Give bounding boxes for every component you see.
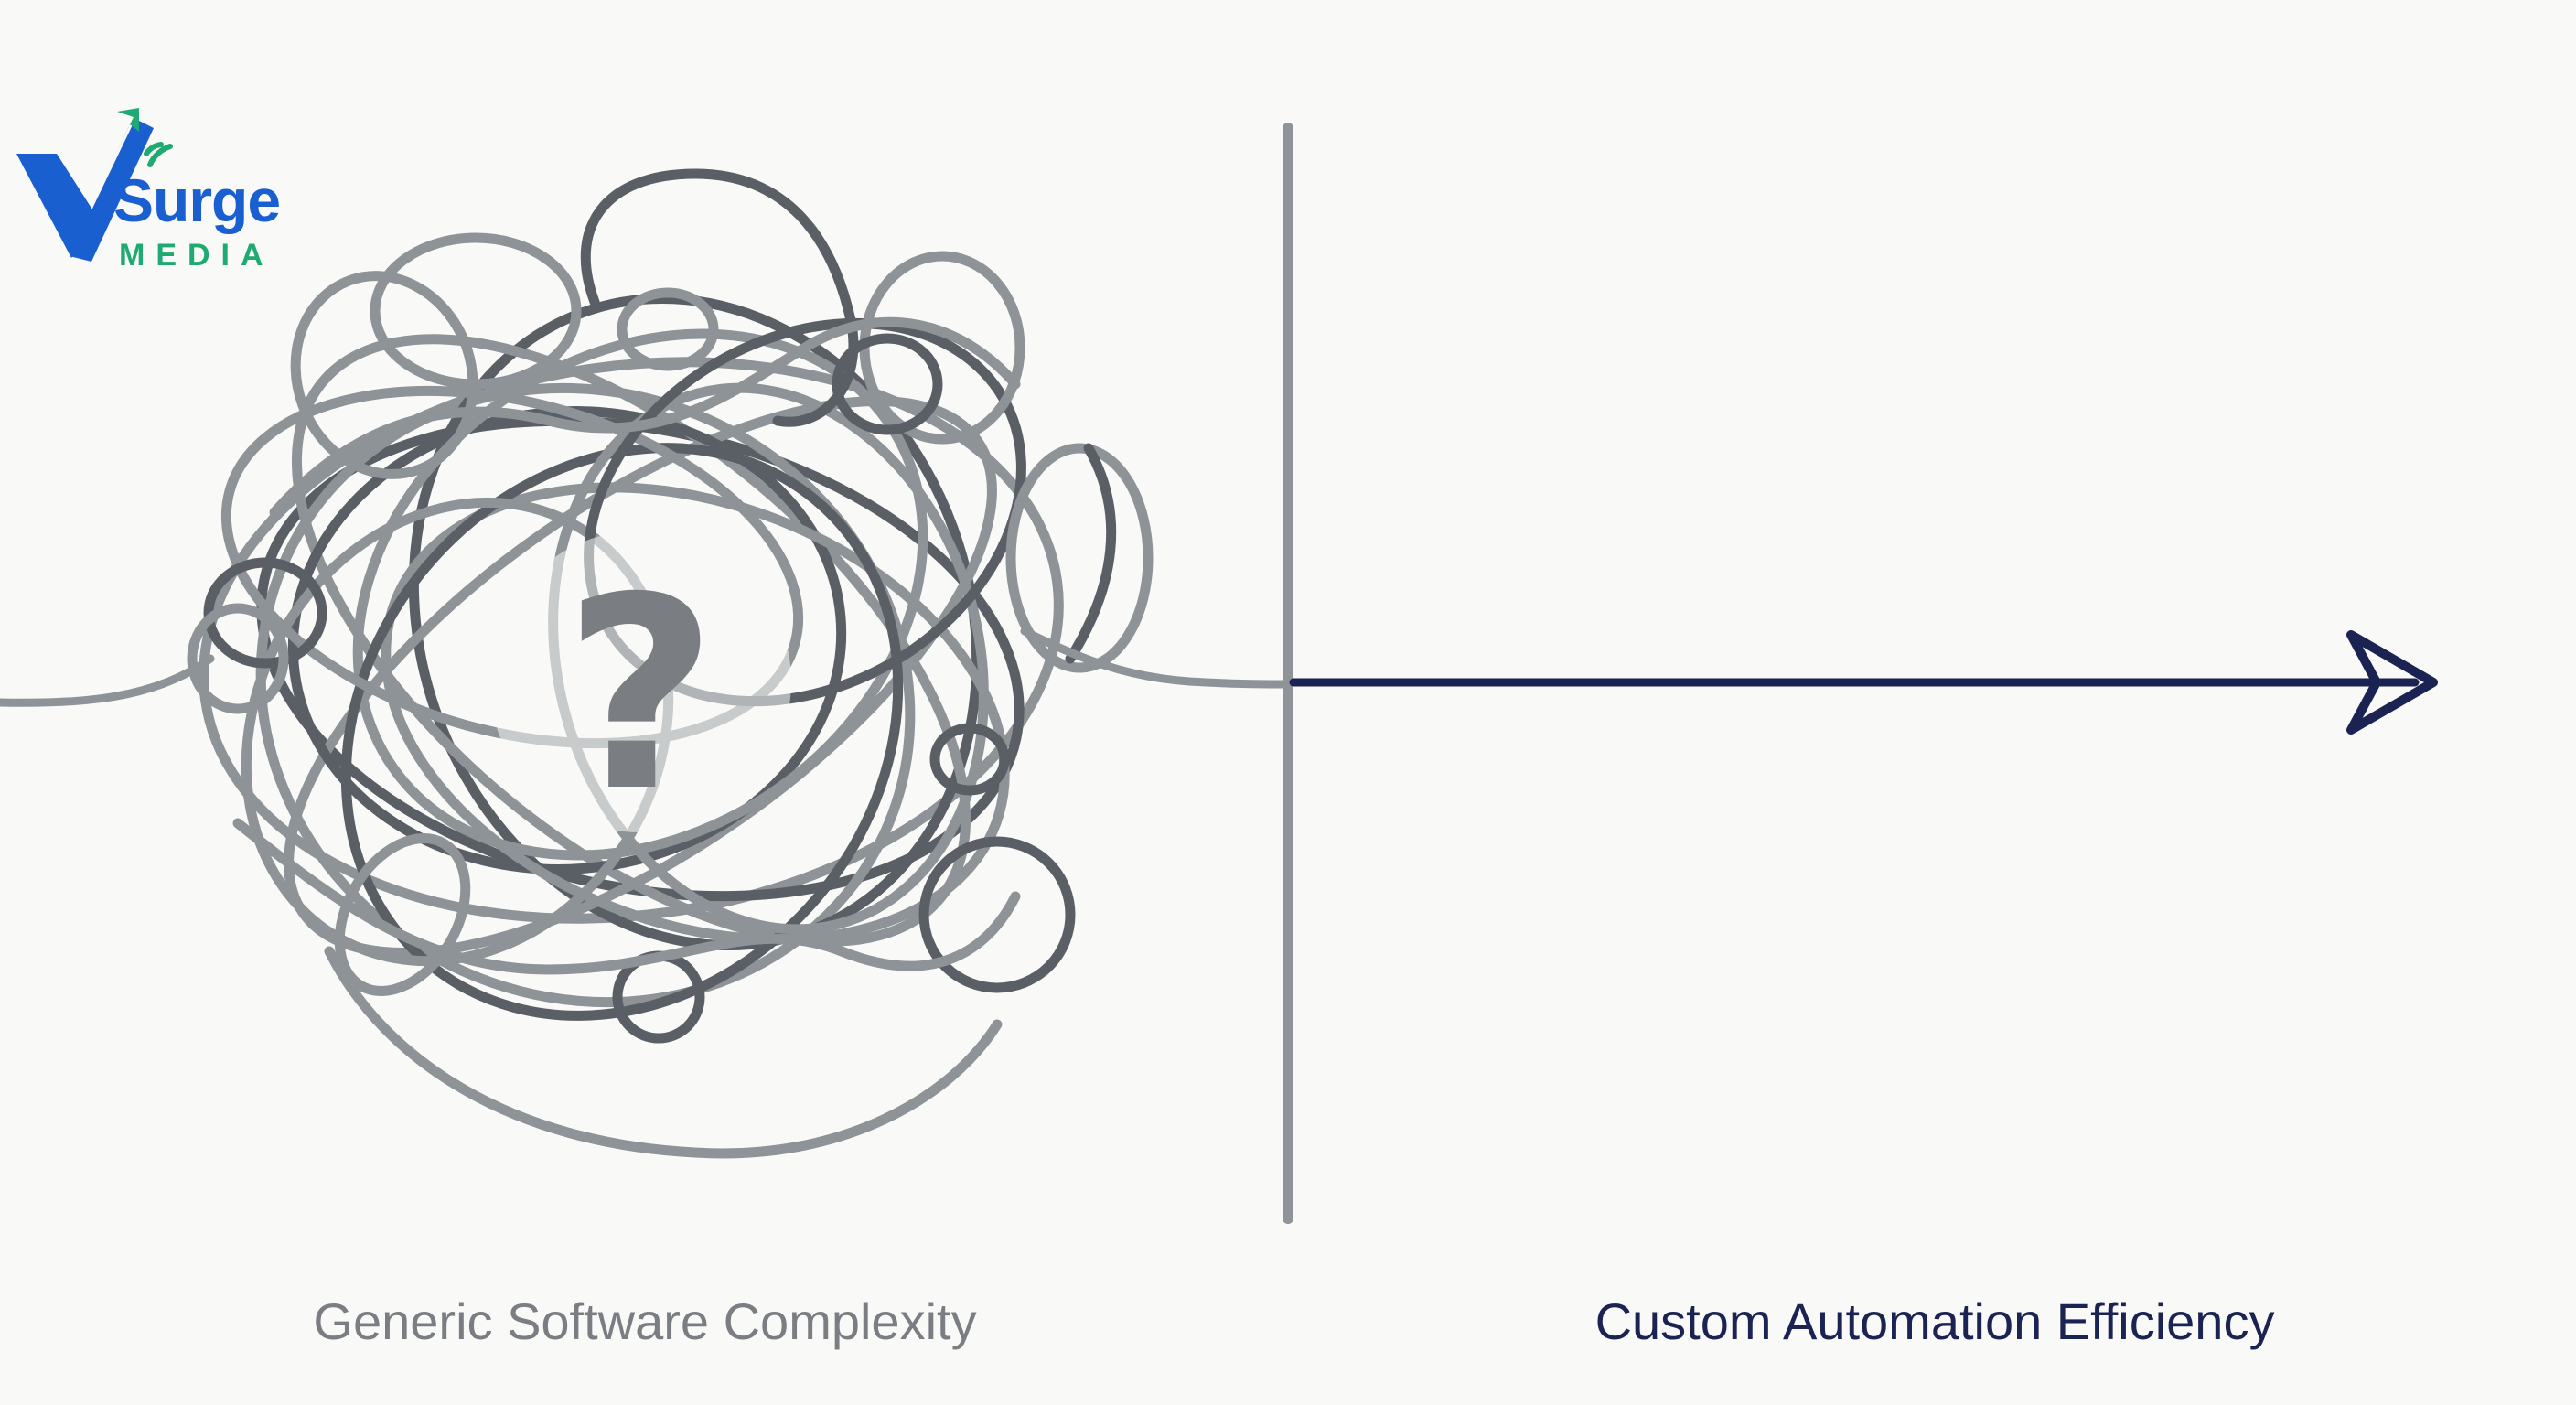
logo-wordmark: Surge — [113, 166, 281, 234]
arrow-right-icon — [1289, 630, 2438, 735]
left-caption: Generic Software Complexity — [313, 1292, 977, 1350]
logo-subtext: MEDIA — [119, 238, 274, 273]
logo: Surge MEDIA — [13, 102, 315, 285]
output-line — [1020, 627, 1291, 689]
right-caption: Custom Automation Efficiency — [1594, 1292, 2275, 1350]
input-line — [0, 654, 215, 707]
question-mark-icon: ? — [489, 531, 791, 850]
logo-mark-icon — [16, 108, 173, 262]
svg-text:?: ? — [564, 542, 717, 850]
